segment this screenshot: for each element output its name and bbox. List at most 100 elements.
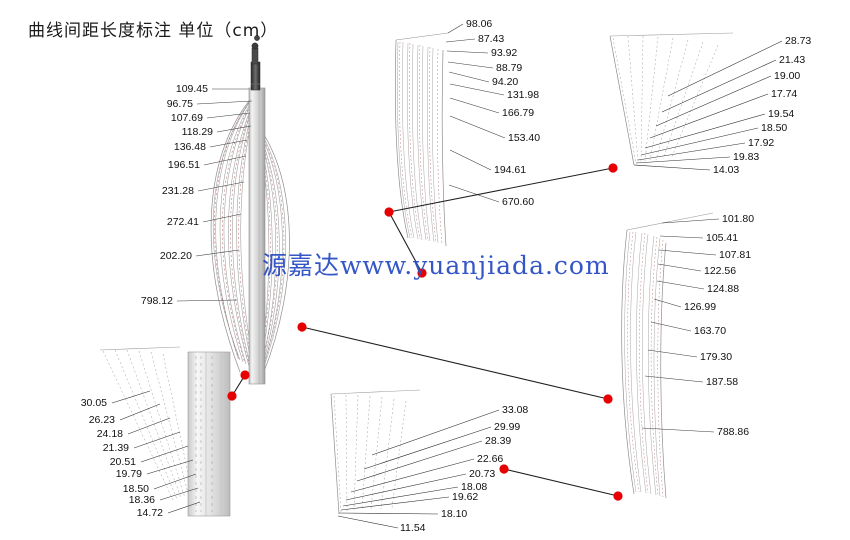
- dimension-label: 18.08: [461, 481, 488, 493]
- dimension-label: 17.92: [748, 137, 775, 149]
- detail-top-center-right-edge: [441, 49, 447, 247]
- dimension-label: 93.92: [491, 47, 518, 59]
- shaft-body: [248, 87, 266, 385]
- dimension-label: 194.61: [494, 164, 527, 176]
- detail-mid-right-curves: [624, 231, 661, 497]
- page-title: 曲线间距长度标注 单位（cm）: [28, 21, 279, 41]
- detail-mid-right-leaders: [641, 218, 720, 433]
- dimension-label: 14.03: [713, 164, 740, 176]
- dimension-label: 122.56: [704, 265, 737, 277]
- connection-marker: [499, 464, 509, 474]
- dimension-label: 30.05: [80, 397, 107, 409]
- dimension-label: 20.51: [109, 456, 136, 468]
- detail-top-right-left-edge: [609, 35, 635, 166]
- detail-top-center: [394, 23, 506, 247]
- connector-line: [388, 211, 423, 274]
- detail-top-center-leaders: [445, 23, 506, 203]
- detail-mid-right-top-edge: [626, 212, 714, 231]
- dimension-label: 18.10: [441, 508, 468, 520]
- dimension-label: 21.43: [779, 54, 806, 66]
- dimension-label: 87.43: [478, 33, 505, 45]
- dimension-label: 96.75: [166, 98, 193, 110]
- dimension-label: 107.81: [719, 249, 752, 261]
- connection-marker: [417, 268, 427, 278]
- dimension-label: 19.79: [115, 468, 142, 480]
- shaft-tip-knob: [251, 42, 259, 50]
- dimension-label: 20.73: [469, 468, 496, 480]
- dimension-label: 17.74: [771, 88, 798, 100]
- main-assembly: [176, 35, 290, 385]
- main-outline-left: [210, 94, 255, 373]
- inset-shaft-texture: [195, 356, 213, 512]
- dimension-label: 24.18: [96, 428, 123, 440]
- dimension-label: 101.80: [722, 213, 755, 225]
- dimension-label: 28.39: [485, 435, 512, 447]
- detail-bottom-left-leaders: [111, 390, 201, 514]
- connector-line: [388, 167, 614, 213]
- dimension-label: 18.50: [761, 122, 788, 134]
- shaft-tip-knob-upper: [254, 35, 260, 41]
- dimension-label: 14.72: [136, 507, 163, 519]
- detail-bottom-center-leaders: [337, 409, 500, 529]
- detail-mid-right-right-edge: [660, 242, 667, 499]
- detail-top-right: [609, 32, 783, 171]
- connection-markers: [227, 163, 623, 501]
- main-leader-lines: [176, 88, 253, 302]
- dimension-label: 109.45: [175, 83, 208, 95]
- dimension-label: 19.54: [768, 108, 795, 120]
- detail-mid-right-curves-dashed: [627, 231, 664, 498]
- dimension-label: 118.29: [181, 126, 213, 138]
- detail-top-center-left-edge: [394, 39, 409, 239]
- watermark-text: 源嘉达www.yuanjiada.com: [262, 251, 610, 280]
- dimension-label: 18.36: [128, 494, 155, 506]
- dimension-label: 202.20: [159, 250, 192, 262]
- detail-bottom-center-curves: [333, 394, 407, 513]
- dimension-label: 107.69: [170, 112, 203, 124]
- dimension-label: 166.79: [502, 107, 535, 119]
- detail-mid-right: [621, 212, 720, 499]
- connector-line: [301, 326, 609, 400]
- detail-top-right-curves: [612, 35, 719, 164]
- dimension-label: 98.06: [466, 18, 493, 30]
- dimension-label: 105.41: [706, 232, 739, 244]
- dimension-label: 798.12: [140, 295, 173, 307]
- dimension-label: 187.58: [706, 376, 739, 388]
- dimension-label: 21.39: [102, 442, 129, 454]
- dimension-label: 153.40: [508, 132, 541, 144]
- main-outline-right: [257, 125, 290, 375]
- detail-bottom-left-curves: [102, 349, 194, 501]
- dimension-label: 26.23: [88, 414, 115, 426]
- dimension-label: 29.99: [494, 421, 521, 433]
- shaft-upper-section: [250, 61, 261, 91]
- detail-bottom-left: [99, 346, 231, 517]
- dimension-label: 94.20: [492, 76, 519, 88]
- detail-top-center-curves: [397, 41, 439, 244]
- detail-bottom-center: [330, 389, 500, 529]
- dimension-label: 19.62: [452, 491, 479, 503]
- dimension-label: 19.83: [733, 151, 760, 163]
- dimension-label: 179.30: [700, 351, 733, 363]
- dimension-label: 11.54: [400, 522, 426, 534]
- connection-marker: [227, 391, 237, 401]
- detail-top-right-top-edge: [609, 32, 734, 37]
- connection-marker: [608, 163, 618, 173]
- detail-top-center-curves-dashed: [399, 41, 443, 245]
- dimension-label: 163.70: [694, 325, 727, 337]
- dimension-label: 22.66: [477, 453, 504, 465]
- dimension-label: 788.86: [717, 426, 750, 438]
- dimension-label: 136.48: [173, 141, 206, 153]
- connection-marker: [240, 370, 250, 380]
- dimension-label: 88.79: [496, 62, 523, 74]
- connection-marker: [297, 322, 307, 332]
- shaft-tip: [251, 47, 259, 65]
- connection-marker: [384, 207, 394, 217]
- dimension-label: 124.88: [707, 283, 740, 295]
- dimension-label: 126.99: [684, 301, 717, 313]
- connector-line: [503, 468, 619, 497]
- dimension-label: 272.41: [166, 216, 199, 228]
- dimension-label: 670.60: [502, 196, 535, 208]
- connection-marker: [603, 394, 613, 404]
- detail-bottom-center-left-edge: [330, 393, 340, 515]
